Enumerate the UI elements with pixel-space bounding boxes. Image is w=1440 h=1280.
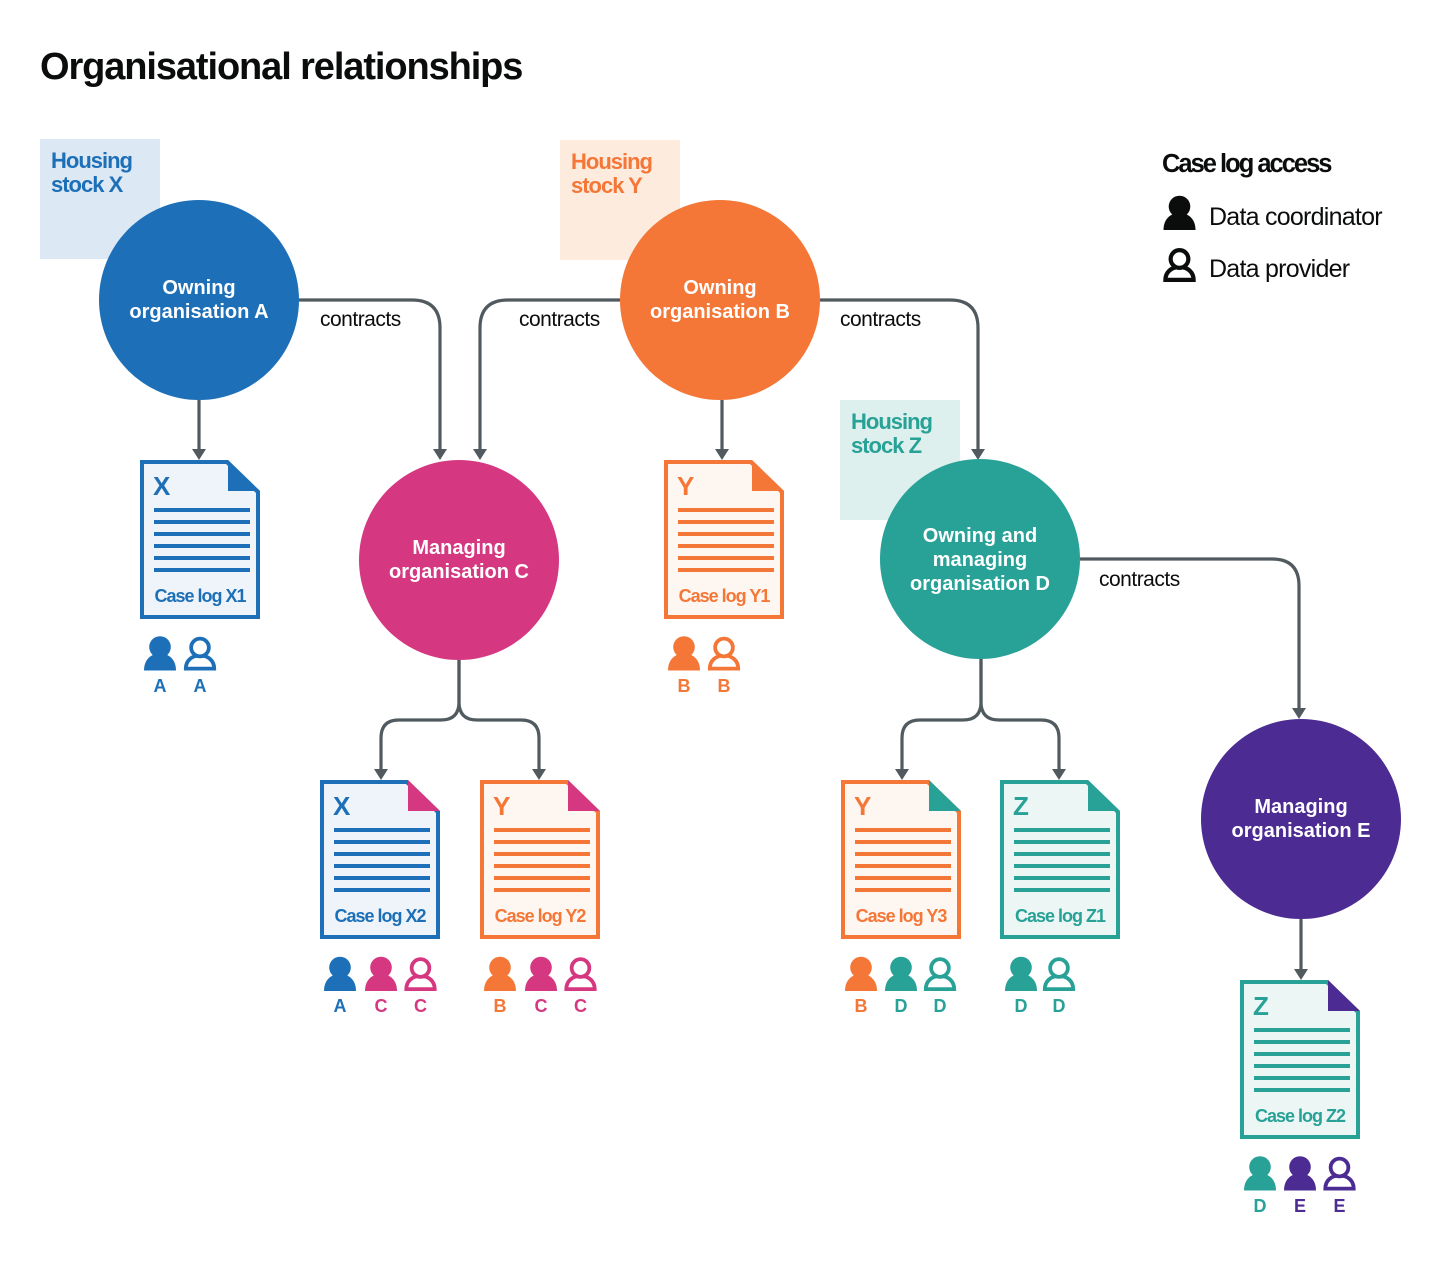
svg-text:B: B [855,996,868,1016]
svg-text:organisation C: organisation C [389,561,529,583]
svg-text:D: D [895,996,908,1016]
svg-text:B: B [494,996,507,1016]
svg-text:organisation E: organisation E [1232,820,1371,842]
svg-text:organisation A: organisation A [129,301,268,323]
svg-text:managing: managing [933,549,1027,571]
svg-text:C: C [574,996,587,1016]
svg-text:Z: Z [1253,991,1269,1021]
svg-text:X: X [153,471,171,501]
svg-text:stock Y: stock Y [571,173,643,198]
svg-text:Data coordinator: Data coordinator [1209,203,1382,231]
svg-text:Y: Y [677,471,694,501]
svg-text:stock Z: stock Z [851,433,922,458]
svg-text:contracts: contracts [1099,568,1180,591]
svg-text:A: A [154,676,167,696]
svg-text:stock X: stock X [51,172,124,197]
svg-text:D: D [1015,996,1028,1016]
svg-text:Housing: Housing [51,148,132,173]
svg-text:B: B [678,676,691,696]
svg-text:A: A [334,996,347,1016]
svg-text:Case log access: Case log access [1162,150,1332,178]
svg-text:Housing: Housing [571,149,652,174]
svg-text:Case log Z1: Case log Z1 [1015,906,1106,926]
svg-text:contracts: contracts [840,308,921,331]
svg-text:Case log X1: Case log X1 [154,586,246,606]
svg-text:Data provider: Data provider [1209,255,1350,283]
svg-text:A: A [194,676,207,696]
svg-text:contracts: contracts [519,308,600,331]
svg-text:X: X [333,791,351,821]
svg-text:Managing: Managing [1254,796,1347,818]
svg-text:D: D [934,996,947,1016]
svg-text:Owning: Owning [162,277,235,299]
svg-text:Managing: Managing [412,537,505,559]
svg-text:Y: Y [493,791,510,821]
svg-text:organisation B: organisation B [650,301,790,323]
svg-text:Owning and: Owning and [923,525,1037,547]
svg-text:Case log X2: Case log X2 [334,906,426,926]
svg-text:Case log Y2: Case log Y2 [495,906,587,926]
svg-text:Case log Y1: Case log Y1 [679,586,771,606]
svg-text:Y: Y [854,791,871,821]
svg-text:Case log Y3: Case log Y3 [856,906,948,926]
svg-text:Housing: Housing [851,409,932,434]
svg-text:C: C [375,996,388,1016]
svg-text:E: E [1294,1196,1306,1216]
svg-text:D: D [1254,1196,1267,1216]
svg-text:Z: Z [1013,791,1029,821]
svg-text:Owning: Owning [683,277,756,299]
svg-text:organisation D: organisation D [910,573,1050,595]
svg-text:contracts: contracts [320,308,401,331]
svg-text:C: C [414,996,427,1016]
svg-text:B: B [718,676,731,696]
svg-text:E: E [1333,1196,1345,1216]
svg-text:D: D [1053,996,1066,1016]
svg-text:Organisational relationships: Organisational relationships [40,46,522,88]
svg-text:C: C [535,996,548,1016]
svg-text:Case log Z2: Case log Z2 [1255,1106,1346,1126]
